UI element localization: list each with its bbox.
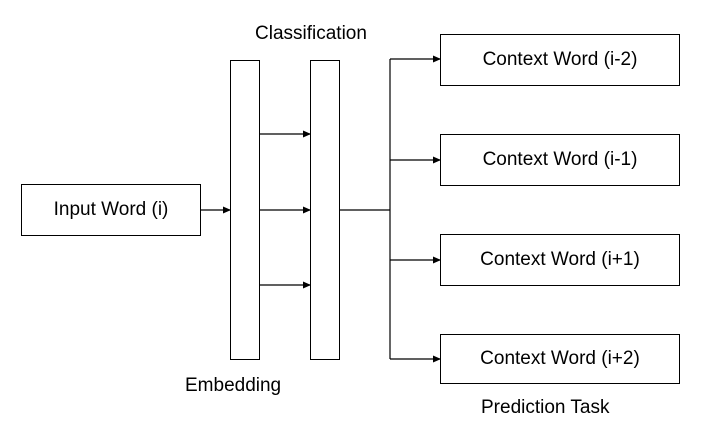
classification-layer — [310, 60, 340, 360]
prediction-task-label: Prediction Task — [481, 397, 610, 418]
context-word-label: Context Word (i-2) — [482, 49, 638, 70]
embedding-layer — [230, 60, 260, 360]
context-word-node: Context Word (i-2) — [440, 34, 680, 86]
input-word-label: Input Word (i) — [53, 199, 169, 220]
input-word-node: Input Word (i) — [21, 184, 201, 236]
context-word-node: Context Word (i+2) — [440, 334, 680, 384]
context-word-node: Context Word (i+1) — [440, 234, 680, 286]
context-word-label: Context Word (i+1) — [480, 249, 640, 270]
classification-label: Classification — [255, 23, 367, 44]
context-word-label: Context Word (i-1) — [482, 149, 638, 170]
embedding-label: Embedding — [185, 375, 282, 396]
context-word-label: Context Word (i+2) — [480, 348, 640, 369]
context-word-node: Context Word (i-1) — [440, 134, 680, 186]
